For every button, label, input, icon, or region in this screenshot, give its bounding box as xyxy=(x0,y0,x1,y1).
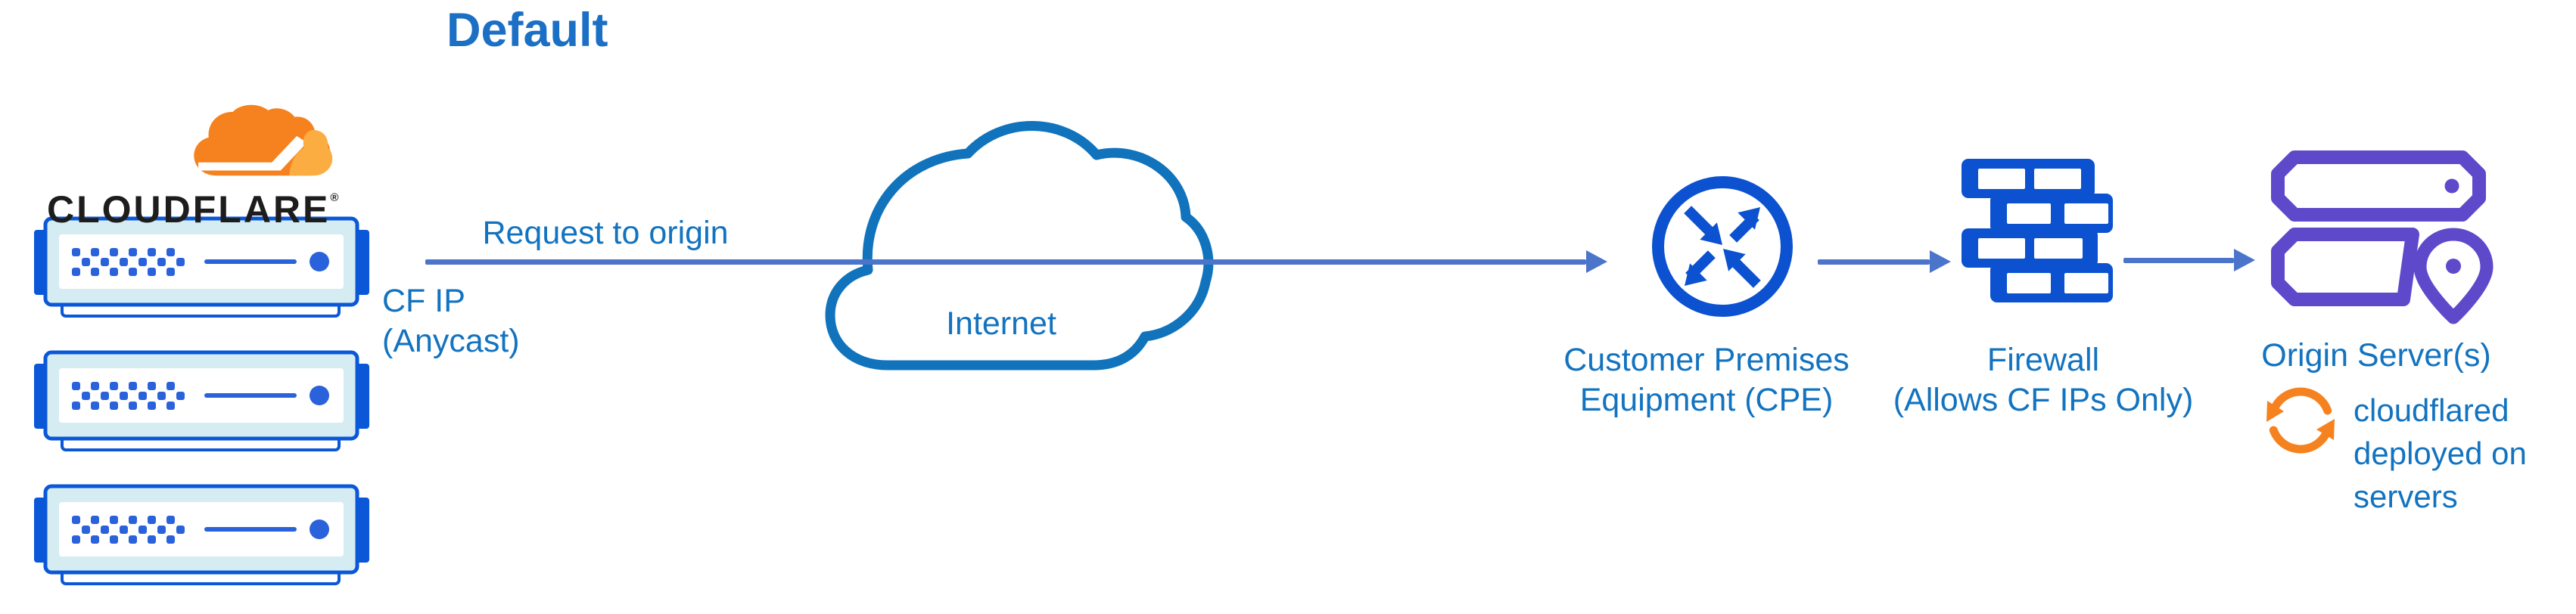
sync-arrows-icon xyxy=(2266,387,2335,454)
server-rack-icon xyxy=(34,216,369,318)
page-title: Default xyxy=(446,4,608,57)
firewall-to-origin-line xyxy=(2123,258,2234,263)
firewall-label: Firewall (Allows CF IPs Only) xyxy=(1893,342,2194,418)
cf-ip-anycast-label: CF IP (Anycast) xyxy=(382,283,520,359)
drive-slot-line xyxy=(204,259,297,264)
server-rack-icon xyxy=(34,350,369,451)
router-arrows xyxy=(1684,206,1761,288)
origin-servers-label: Origin Server(s) xyxy=(2261,337,2491,374)
registered-mark: ® xyxy=(330,191,339,204)
arrowhead-to-firewall xyxy=(1930,250,1951,273)
request-to-origin-label: Request to origin xyxy=(482,215,729,251)
internet-cloud-icon xyxy=(825,121,1214,371)
firewall-brick-icon xyxy=(1962,159,2113,302)
cloudflared-note: cloudflared deployed on servers xyxy=(2354,392,2527,514)
request-flow-line xyxy=(425,259,1586,265)
brick-gaps xyxy=(1978,169,2108,293)
vent-dots xyxy=(72,248,185,276)
arrowhead-to-origin xyxy=(2234,249,2255,271)
internet-label: Internet xyxy=(946,305,1056,342)
origin-servers-icon xyxy=(2271,150,2494,324)
cloudflare-logo-cloud-icon xyxy=(194,104,333,176)
location-pin-icon xyxy=(2413,228,2494,324)
arrowhead-to-cpe xyxy=(1586,250,1607,273)
cloudflare-wordmark: CLOUDFLARE® xyxy=(47,188,339,231)
cpe-label: Customer Premises Equipment (CPE) xyxy=(1563,342,1850,418)
server-rack-icon xyxy=(34,484,369,585)
cpe-to-firewall-line xyxy=(1818,259,1930,265)
power-light xyxy=(310,252,329,271)
router-cpe-icon xyxy=(1652,176,1793,317)
